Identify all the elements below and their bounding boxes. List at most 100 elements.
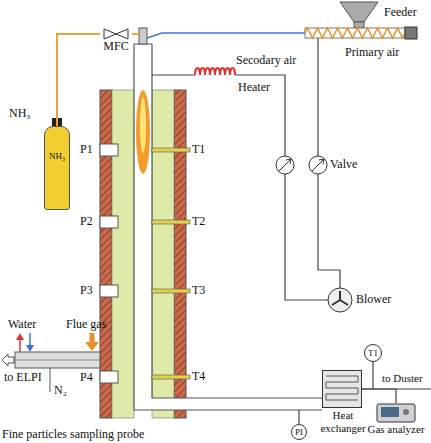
node-label: MFC xyxy=(100,40,132,54)
furnace-wall xyxy=(174,90,186,418)
reaction-tube xyxy=(134,44,152,410)
heat-exchanger-coil xyxy=(326,376,358,400)
sampling-probe xyxy=(85,342,99,351)
component-label: Blower xyxy=(356,293,391,307)
valve-symbol xyxy=(276,156,294,174)
sampling-probe xyxy=(50,368,51,392)
sampling-probe xyxy=(15,360,100,361)
gas-line xyxy=(132,33,139,35)
flow-label: to Duster xyxy=(382,372,423,385)
sampling-probe xyxy=(19,338,21,352)
node-label: PI xyxy=(295,428,303,437)
heat-exchanger-coil xyxy=(322,370,362,408)
component-label: Feeder xyxy=(384,6,417,20)
valve-symbol xyxy=(276,156,327,174)
sampling-probe xyxy=(2,333,100,392)
flow-label: N₂ xyxy=(54,384,67,398)
blower-symbol xyxy=(328,288,352,312)
gas-cylinder: NH₃NH₃ xyxy=(44,126,70,210)
flow-label: to ELPI xyxy=(4,371,42,385)
mass-flow-controller: MFC xyxy=(100,28,132,54)
valve-symbol xyxy=(309,156,327,174)
analyzer-screen xyxy=(381,407,399,417)
feeder xyxy=(405,27,417,39)
valve-symbol xyxy=(312,159,324,171)
reaction-tube xyxy=(134,28,322,410)
exhaust-pipe xyxy=(362,389,396,403)
valve-symbol xyxy=(116,29,128,39)
node-label: Heat exchanger xyxy=(313,409,373,434)
heater-coil xyxy=(195,68,235,75)
flow-label: Primary air xyxy=(345,46,399,60)
flow-label: Secodary air xyxy=(236,54,296,68)
reaction-tube xyxy=(134,398,322,410)
heater-coil xyxy=(195,68,235,75)
thermocouple-label: T4 xyxy=(192,370,205,384)
gas-line xyxy=(147,33,318,38)
caption-label: Fine particles sampling probe xyxy=(2,428,144,442)
sampling-port xyxy=(100,144,118,156)
temperature-gauge: T1 xyxy=(364,344,382,362)
thermocouple xyxy=(152,148,190,152)
flow-label: Water xyxy=(8,318,36,332)
component-label: Valve xyxy=(330,158,357,172)
thermocouple xyxy=(152,375,190,379)
sampling-probe xyxy=(15,352,100,368)
feeder xyxy=(305,28,405,38)
sampling-probe xyxy=(90,333,95,343)
sampling-port xyxy=(100,371,118,383)
feeder xyxy=(305,2,417,39)
sampling-probe xyxy=(29,333,31,346)
connector-group xyxy=(57,34,396,403)
sampling-port xyxy=(100,285,118,297)
flow-label: Flue gas xyxy=(66,318,106,332)
node-label: NH₃ xyxy=(9,107,31,121)
gas-tube xyxy=(57,34,100,126)
gas-line xyxy=(132,33,340,300)
pressure-gauge: PI xyxy=(291,424,307,440)
port-label: P1 xyxy=(80,143,93,157)
reaction-tube xyxy=(134,44,322,410)
analyzer-icon xyxy=(377,404,415,422)
gas-line xyxy=(152,75,328,300)
thermocouple-label: T1 xyxy=(192,143,205,157)
thermocouple xyxy=(152,220,190,224)
node-label: Gas analyzer xyxy=(364,423,428,436)
thermocouple-label: T2 xyxy=(192,215,205,229)
flame xyxy=(136,90,150,174)
heat-exchanger-coil xyxy=(322,370,362,408)
feeder xyxy=(354,22,364,28)
sampling-port xyxy=(100,216,118,228)
furnace-wall xyxy=(112,90,134,418)
thermocouple-label: T3 xyxy=(192,284,205,298)
exhaust-line xyxy=(299,362,431,424)
blower-symbol xyxy=(328,288,352,312)
flame xyxy=(140,97,146,153)
port-label: P3 xyxy=(80,284,93,298)
thermocouple xyxy=(152,289,190,293)
furnace-wall xyxy=(100,90,112,418)
node-label: T1 xyxy=(368,349,378,358)
port-label: P2 xyxy=(80,215,93,229)
sampling-port xyxy=(100,144,118,383)
analyzer-knob xyxy=(403,409,409,415)
node-text: NH₃ xyxy=(45,151,69,161)
blower-symbol xyxy=(332,291,348,305)
valve-symbol xyxy=(104,29,116,39)
exhaust-line xyxy=(298,410,299,424)
sampling-probe xyxy=(26,345,34,352)
heat-exchanger: Heat exchanger xyxy=(322,370,362,408)
port-label: P4 xyxy=(80,371,93,385)
feeder xyxy=(340,2,378,22)
component-label: Heater xyxy=(238,81,270,95)
sampling-probe xyxy=(16,333,24,340)
feeder xyxy=(305,28,405,38)
valve-symbol xyxy=(279,159,291,171)
gas-analyzer: Gas analyzer xyxy=(364,403,428,436)
reaction-tube xyxy=(139,28,147,44)
